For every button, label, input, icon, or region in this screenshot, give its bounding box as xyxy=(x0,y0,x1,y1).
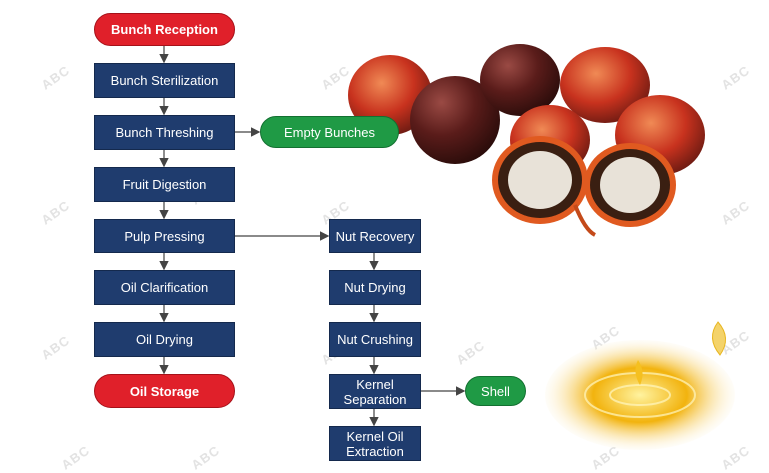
nut-recovery-node: Nut Recovery xyxy=(329,219,421,253)
oil-clarification-node: Oil Clarification xyxy=(94,270,235,305)
empty-bunches-node: Empty Bunches xyxy=(260,116,399,148)
bunch-sterilization-node: Bunch Sterilization xyxy=(94,63,235,98)
kernel-oil-extraction-line1: Kernel Oil xyxy=(346,428,404,444)
kernel-separation-line1: Kernel xyxy=(356,376,394,392)
kernel-separation-node: Kernel Separation xyxy=(329,374,421,409)
oil-splash-icon xyxy=(545,340,735,450)
oil-drying-node: Oil Drying xyxy=(94,322,235,357)
kernel-separation-line2: Separation xyxy=(343,391,407,407)
nut-drying-node: Nut Drying xyxy=(329,270,421,305)
shell-node: Shell xyxy=(465,376,526,406)
oil-storage-node: Oil Storage xyxy=(94,374,235,408)
nut-crushing-node: Nut Crushing xyxy=(329,322,421,357)
bunch-threshing-node: Bunch Threshing xyxy=(94,115,235,150)
bunch-reception-node: Bunch Reception xyxy=(94,13,235,46)
kernel-oil-extraction-node: Kernel Oil Extraction xyxy=(329,426,421,461)
pulp-pressing-node: Pulp Pressing xyxy=(94,219,235,253)
kernel-oil-extraction-line2: Extraction xyxy=(346,443,404,459)
fruit-digestion-node: Fruit Digestion xyxy=(94,167,235,202)
